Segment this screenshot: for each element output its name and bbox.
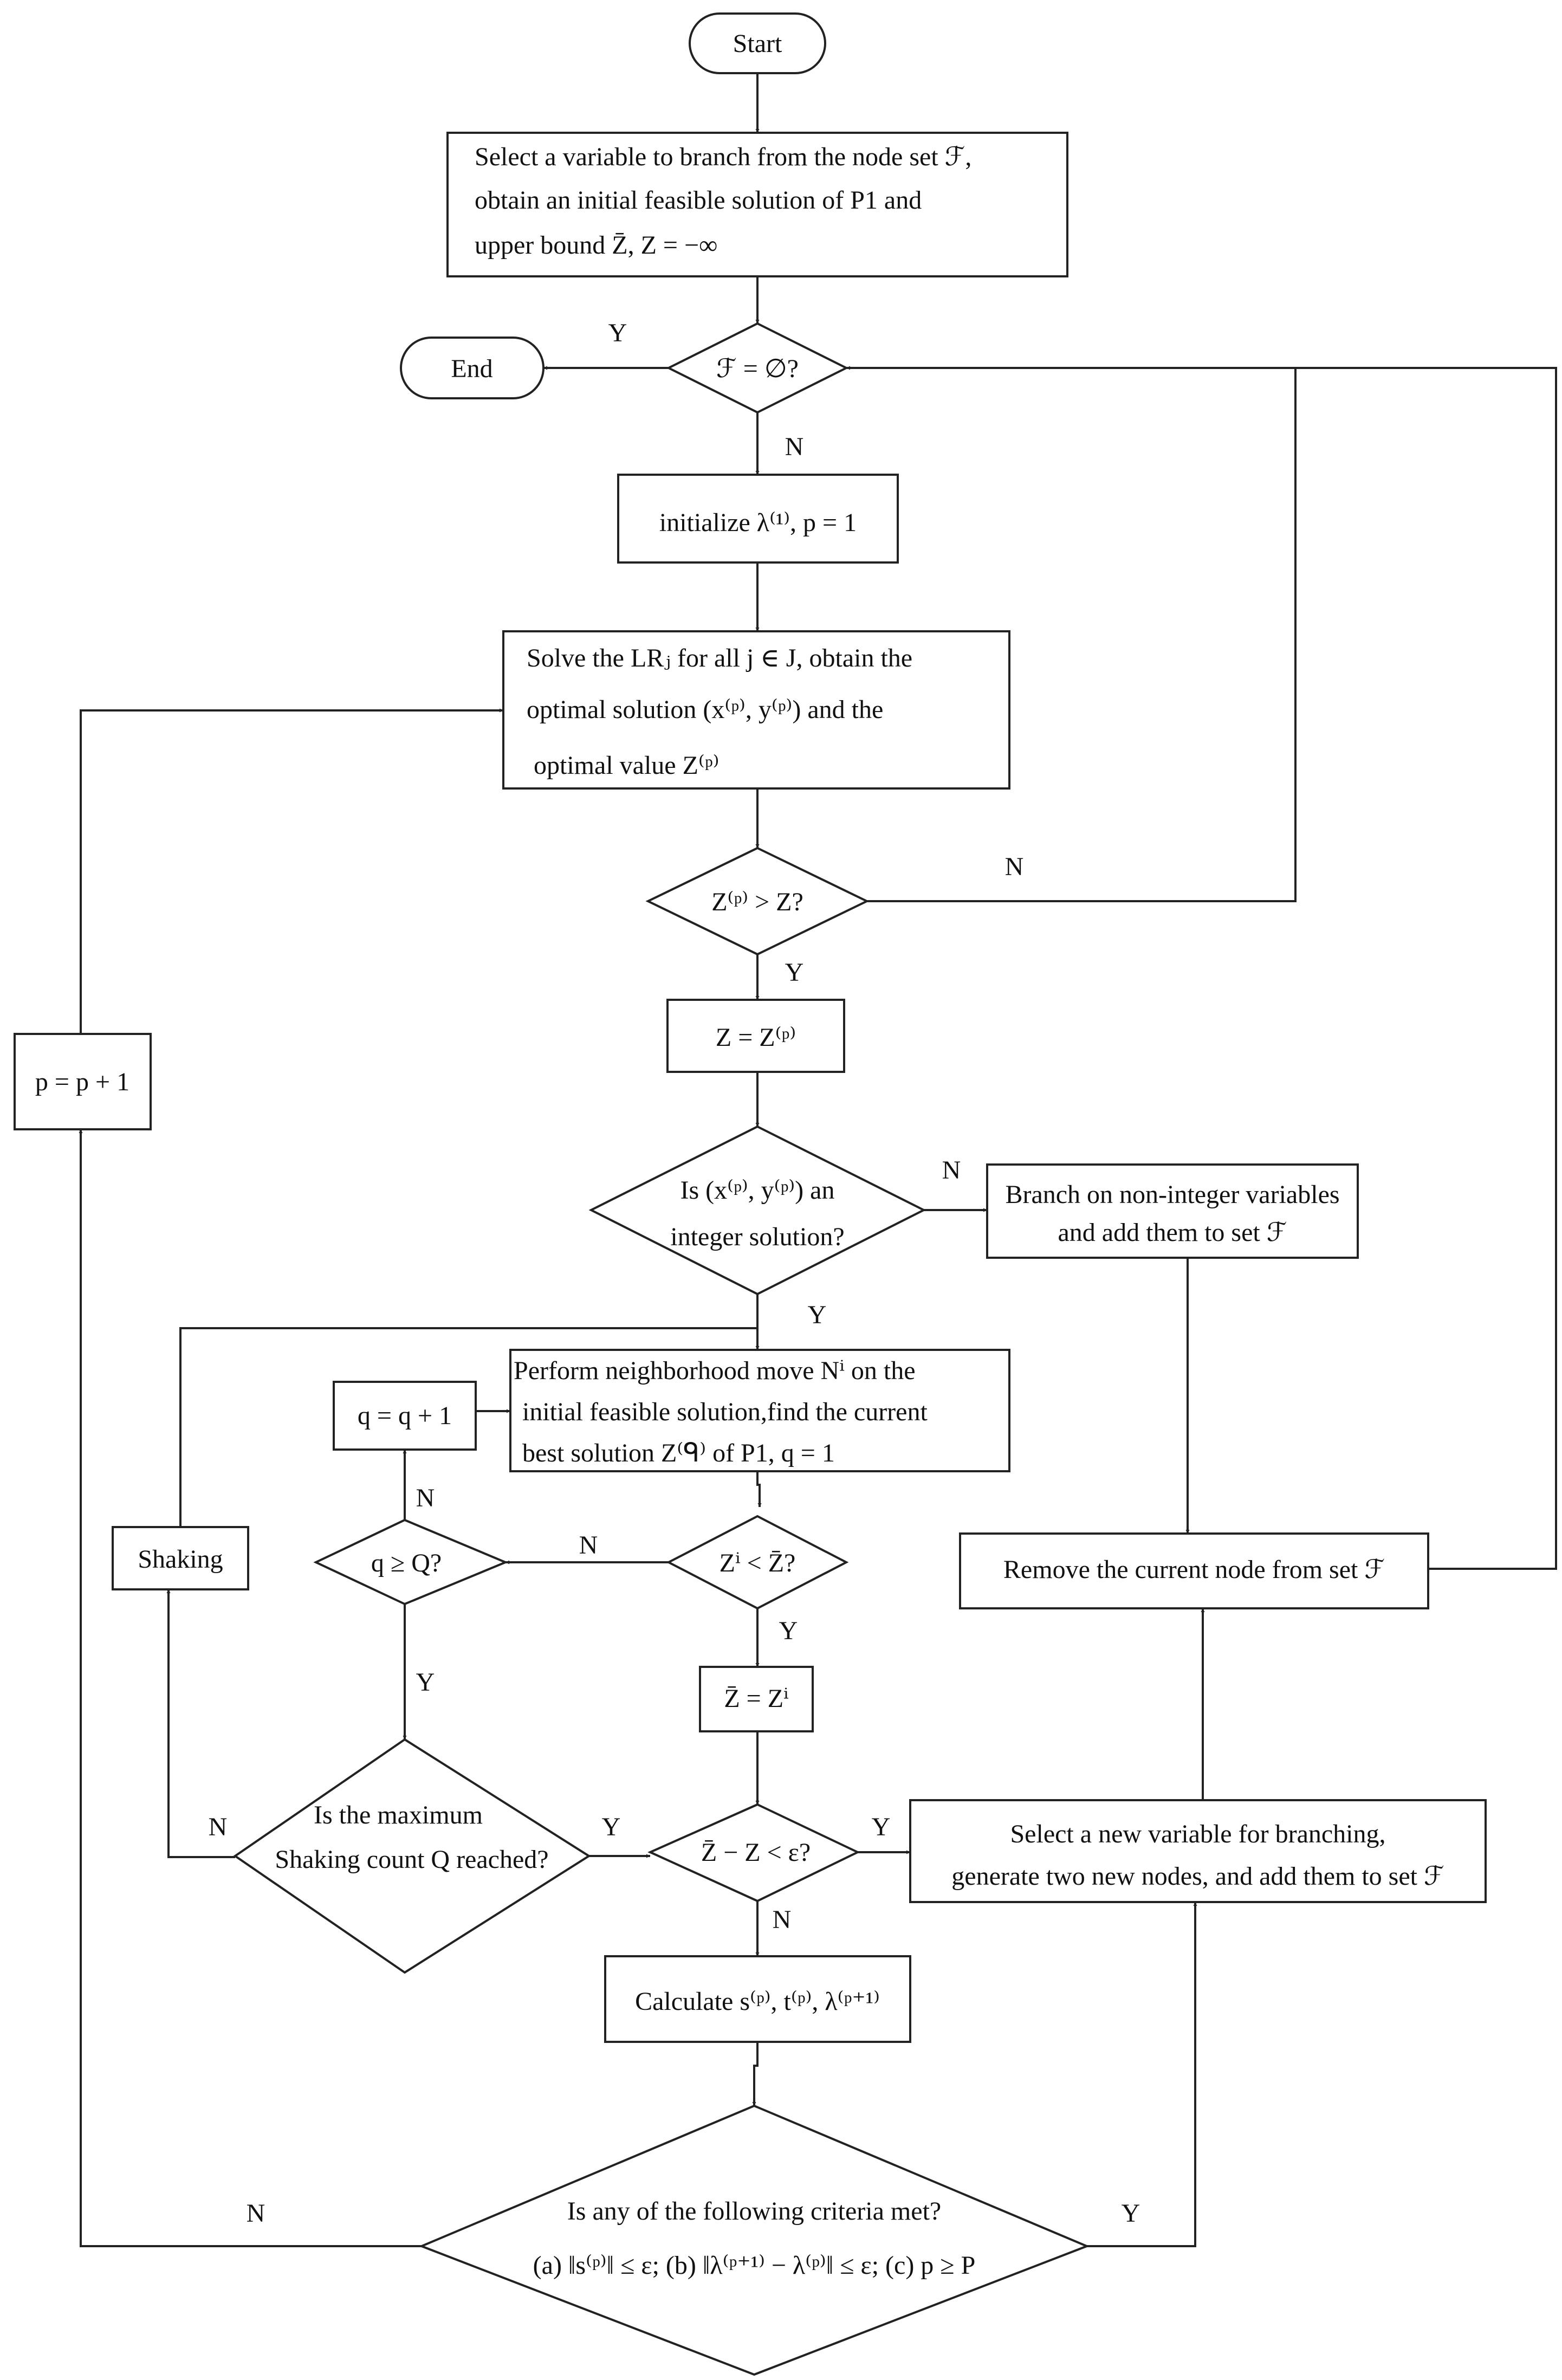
- label-integer-yes: Y: [808, 1301, 827, 1329]
- node-init-line1: Select a variable to branch from the nod…: [475, 143, 971, 171]
- label-lower-yes: Y: [785, 958, 804, 987]
- node-shaking: Shaking: [112, 1526, 249, 1590]
- node-check-empty: ℱ = ∅?: [666, 322, 849, 414]
- node-new-branch-line1: Select a new variable for branching,: [1010, 1820, 1385, 1848]
- node-max-shaking-line2: Shaking count Q reached?: [275, 1845, 548, 1874]
- node-solve-lr-line2: optimal solution (x⁽ᵖ⁾, y⁽ᵖ⁾) and the: [527, 695, 883, 724]
- node-new-branch: Select a new variable for branching, gen…: [909, 1799, 1487, 1903]
- node-init-line2: obtain an initial feasible solution of P…: [475, 186, 922, 215]
- node-init-line3: upper bound Z̄, Z = −∞: [475, 231, 717, 260]
- node-gap-check-text: Z̄ − Z < ε?: [701, 1838, 811, 1867]
- node-increment-p-text: p = p + 1: [35, 1068, 129, 1096]
- node-start-text: Start: [733, 29, 782, 58]
- label-upper-yes: Y: [779, 1616, 798, 1645]
- label-q-no: N: [416, 1484, 435, 1512]
- node-calculate: Calculate s⁽ᵖ⁾, t⁽ᵖ⁾, λ⁽ᵖ⁺¹⁾: [604, 1955, 911, 2043]
- label-q-yes: Y: [416, 1668, 435, 1697]
- edge-increment-solve: [80, 708, 503, 1034]
- label-upper-no: N: [579, 1531, 598, 1560]
- node-criteria: Is any of the following criteria met? (a…: [418, 2104, 1090, 2376]
- node-gap-check: Z̄ − Z < ε?: [647, 1803, 860, 1903]
- edge-calculate-criteria: [752, 2042, 759, 2106]
- node-increment-p: p = p + 1: [14, 1033, 152, 1130]
- node-integer-check: Is (x⁽ᵖ⁾, y⁽ᵖ⁾) an integer solution?: [588, 1125, 926, 1296]
- node-branch-noninteger: Branch on non-integer variables and add …: [986, 1163, 1359, 1259]
- connectors: [79, 73, 1557, 2247]
- node-branch-noninteger-line1: Branch on non-integer variables: [1005, 1180, 1339, 1209]
- node-update-lower-text: Z = Z⁽ᵖ⁾: [716, 1023, 796, 1052]
- edge-criteria-yes-newbranch: [1087, 1902, 1197, 2247]
- node-end-text: End: [451, 354, 492, 383]
- node-remove: Remove the current node from set ℱ: [959, 1532, 1429, 1609]
- edge-labels: Y N N Y N Y N N Y Y N Y Y N N Y: [209, 319, 1140, 2228]
- node-increment-q: q = q + 1: [333, 1381, 477, 1451]
- edge-max-no-shaking: [166, 1589, 235, 1858]
- node-integer-check-line2: integer solution?: [670, 1223, 844, 1251]
- node-remove-text: Remove the current node from set ℱ: [1003, 1555, 1385, 1584]
- label-gap-yes: Y: [872, 1813, 891, 1841]
- edge-compare-no-loop: [846, 366, 1297, 902]
- node-compare-upper-text: Zⁱ < Z̄?: [720, 1549, 796, 1577]
- label-empty-no: N: [785, 432, 804, 461]
- label-max-no: N: [209, 1813, 228, 1841]
- node-compare-upper: Zⁱ < Z̄?: [666, 1515, 849, 1610]
- node-criteria-line1: Is any of the following criteria met?: [567, 2197, 941, 2226]
- node-end: End: [400, 337, 545, 399]
- node-check-empty-text: ℱ = ∅?: [716, 354, 799, 383]
- node-max-shaking: Is the maximum Shaking count Q reached?: [233, 1738, 591, 1974]
- node-update-lower: Z = Z⁽ᵖ⁾: [666, 999, 845, 1073]
- node-criteria-line2: (a) ‖s⁽ᵖ⁾‖ ≤ ε; (b) ‖λ⁽ᵖ⁺¹⁾ − λ⁽ᵖ⁾‖ ≤ ε;…: [533, 2251, 976, 2280]
- label-integer-no: N: [942, 1156, 961, 1185]
- label-criteria-no: N: [247, 2199, 265, 2228]
- edge-neighborhood-compare: [756, 1471, 762, 1507]
- edge-remove-loop-back: [1295, 367, 1557, 1570]
- node-check-q-text: q ≥ Q?: [371, 1549, 442, 1577]
- node-update-upper-text: Z̄ = Zⁱ: [724, 1684, 788, 1713]
- node-solve-lr: Solve the LRⱼ for all j ∈ J, obtain the …: [502, 630, 1010, 790]
- label-empty-yes: Y: [608, 319, 627, 347]
- node-compare-lower-text: Z⁽ᵖ⁾ > Z?: [711, 888, 803, 916]
- node-update-upper: Z̄ = Zⁱ: [699, 1666, 814, 1732]
- node-solve-lr-line3: optimal value Z⁽ᵖ⁾: [534, 751, 719, 780]
- node-solve-lr-line1: Solve the LRⱼ for all j ∈ J, obtain the: [527, 644, 912, 672]
- node-check-q: q ≥ Q?: [313, 1518, 509, 1606]
- label-criteria-yes: Y: [1122, 2199, 1140, 2228]
- node-new-branch-line2: generate two new nodes, and add them to …: [951, 1862, 1444, 1891]
- label-lower-no: N: [1005, 852, 1024, 881]
- node-neighborhood: Perform neighborhood move Nⁱ on the init…: [509, 1349, 1010, 1472]
- edge-shaking-neighborhood: [179, 1327, 757, 1527]
- edge-criteria-no-increment: [79, 1129, 422, 2247]
- node-init-lambda-text: initialize λ⁽¹⁾, p = 1: [659, 508, 857, 537]
- node-init-lambda: initialize λ⁽¹⁾, p = 1: [617, 474, 899, 564]
- node-neighborhood-line1: Perform neighborhood move Nⁱ on the: [514, 1356, 916, 1385]
- node-integer-check-line1: Is (x⁽ᵖ⁾, y⁽ᵖ⁾) an: [680, 1176, 835, 1205]
- node-neighborhood-line2: initial feasible solution,find the curre…: [522, 1398, 928, 1426]
- node-compare-lower: Z⁽ᵖ⁾ > Z?: [645, 846, 870, 956]
- node-calculate-text: Calculate s⁽ᵖ⁾, t⁽ᵖ⁾, λ⁽ᵖ⁺¹⁾: [635, 1987, 880, 2016]
- node-init: Select a variable to branch from the nod…: [446, 132, 1068, 277]
- node-branch-noninteger-line2: and add them to set ℱ: [1058, 1218, 1287, 1247]
- node-max-shaking-line1: Is the maximum: [314, 1801, 483, 1829]
- node-increment-q-text: q = q + 1: [358, 1401, 452, 1430]
- node-shaking-text: Shaking: [138, 1545, 223, 1574]
- label-gap-no: N: [773, 1905, 792, 1934]
- label-max-yes: Y: [602, 1813, 621, 1841]
- node-neighborhood-line3: best solution Z⁽ᑫ⁾ of P1, q = 1: [522, 1439, 835, 1467]
- node-start: Start: [689, 12, 826, 74]
